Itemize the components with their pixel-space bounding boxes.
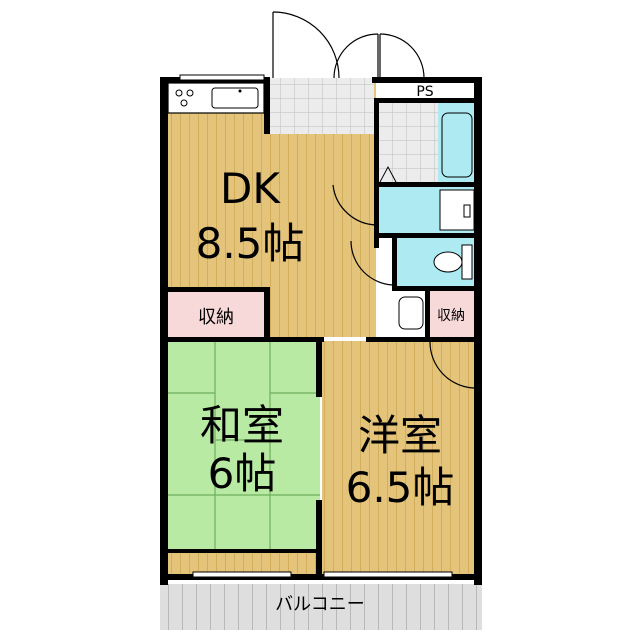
faucet-icon bbox=[463, 204, 471, 218]
shower-icon bbox=[379, 165, 397, 183]
youshitsu-room-size: 6.5帖 bbox=[346, 463, 455, 512]
storage-right-floor bbox=[428, 291, 476, 337]
balcony-label: バルコニー bbox=[275, 594, 365, 615]
entrance-tile bbox=[268, 78, 374, 134]
kitchen-counter bbox=[167, 82, 265, 114]
washitsu-room-name: 和室 bbox=[200, 401, 284, 450]
washitsu-floor bbox=[166, 341, 320, 552]
bath-tile bbox=[378, 102, 438, 182]
ps-label: PS bbox=[416, 84, 433, 100]
youshitsu-room-name: 洋室 bbox=[358, 411, 442, 460]
dk-room-size: 8.5帖 bbox=[196, 219, 305, 268]
dk-room-name: DK bbox=[220, 164, 281, 213]
walls bbox=[160, 77, 482, 585]
door-swings bbox=[272, 11, 477, 389]
tatami-grid bbox=[166, 341, 320, 552]
washitsu-sill bbox=[166, 552, 320, 574]
windows bbox=[179, 74, 453, 578]
storage-left-label: 収納 bbox=[198, 307, 234, 328]
washitsu-room-size: 6帖 bbox=[208, 449, 277, 498]
toilet-icon bbox=[433, 244, 473, 280]
bathtub-icon bbox=[441, 112, 473, 178]
laundry-pan-icon bbox=[398, 296, 424, 330]
balcony-floor bbox=[160, 584, 482, 630]
storage-right-label: 収納 bbox=[437, 308, 465, 324]
storage-left-floor bbox=[166, 291, 266, 337]
